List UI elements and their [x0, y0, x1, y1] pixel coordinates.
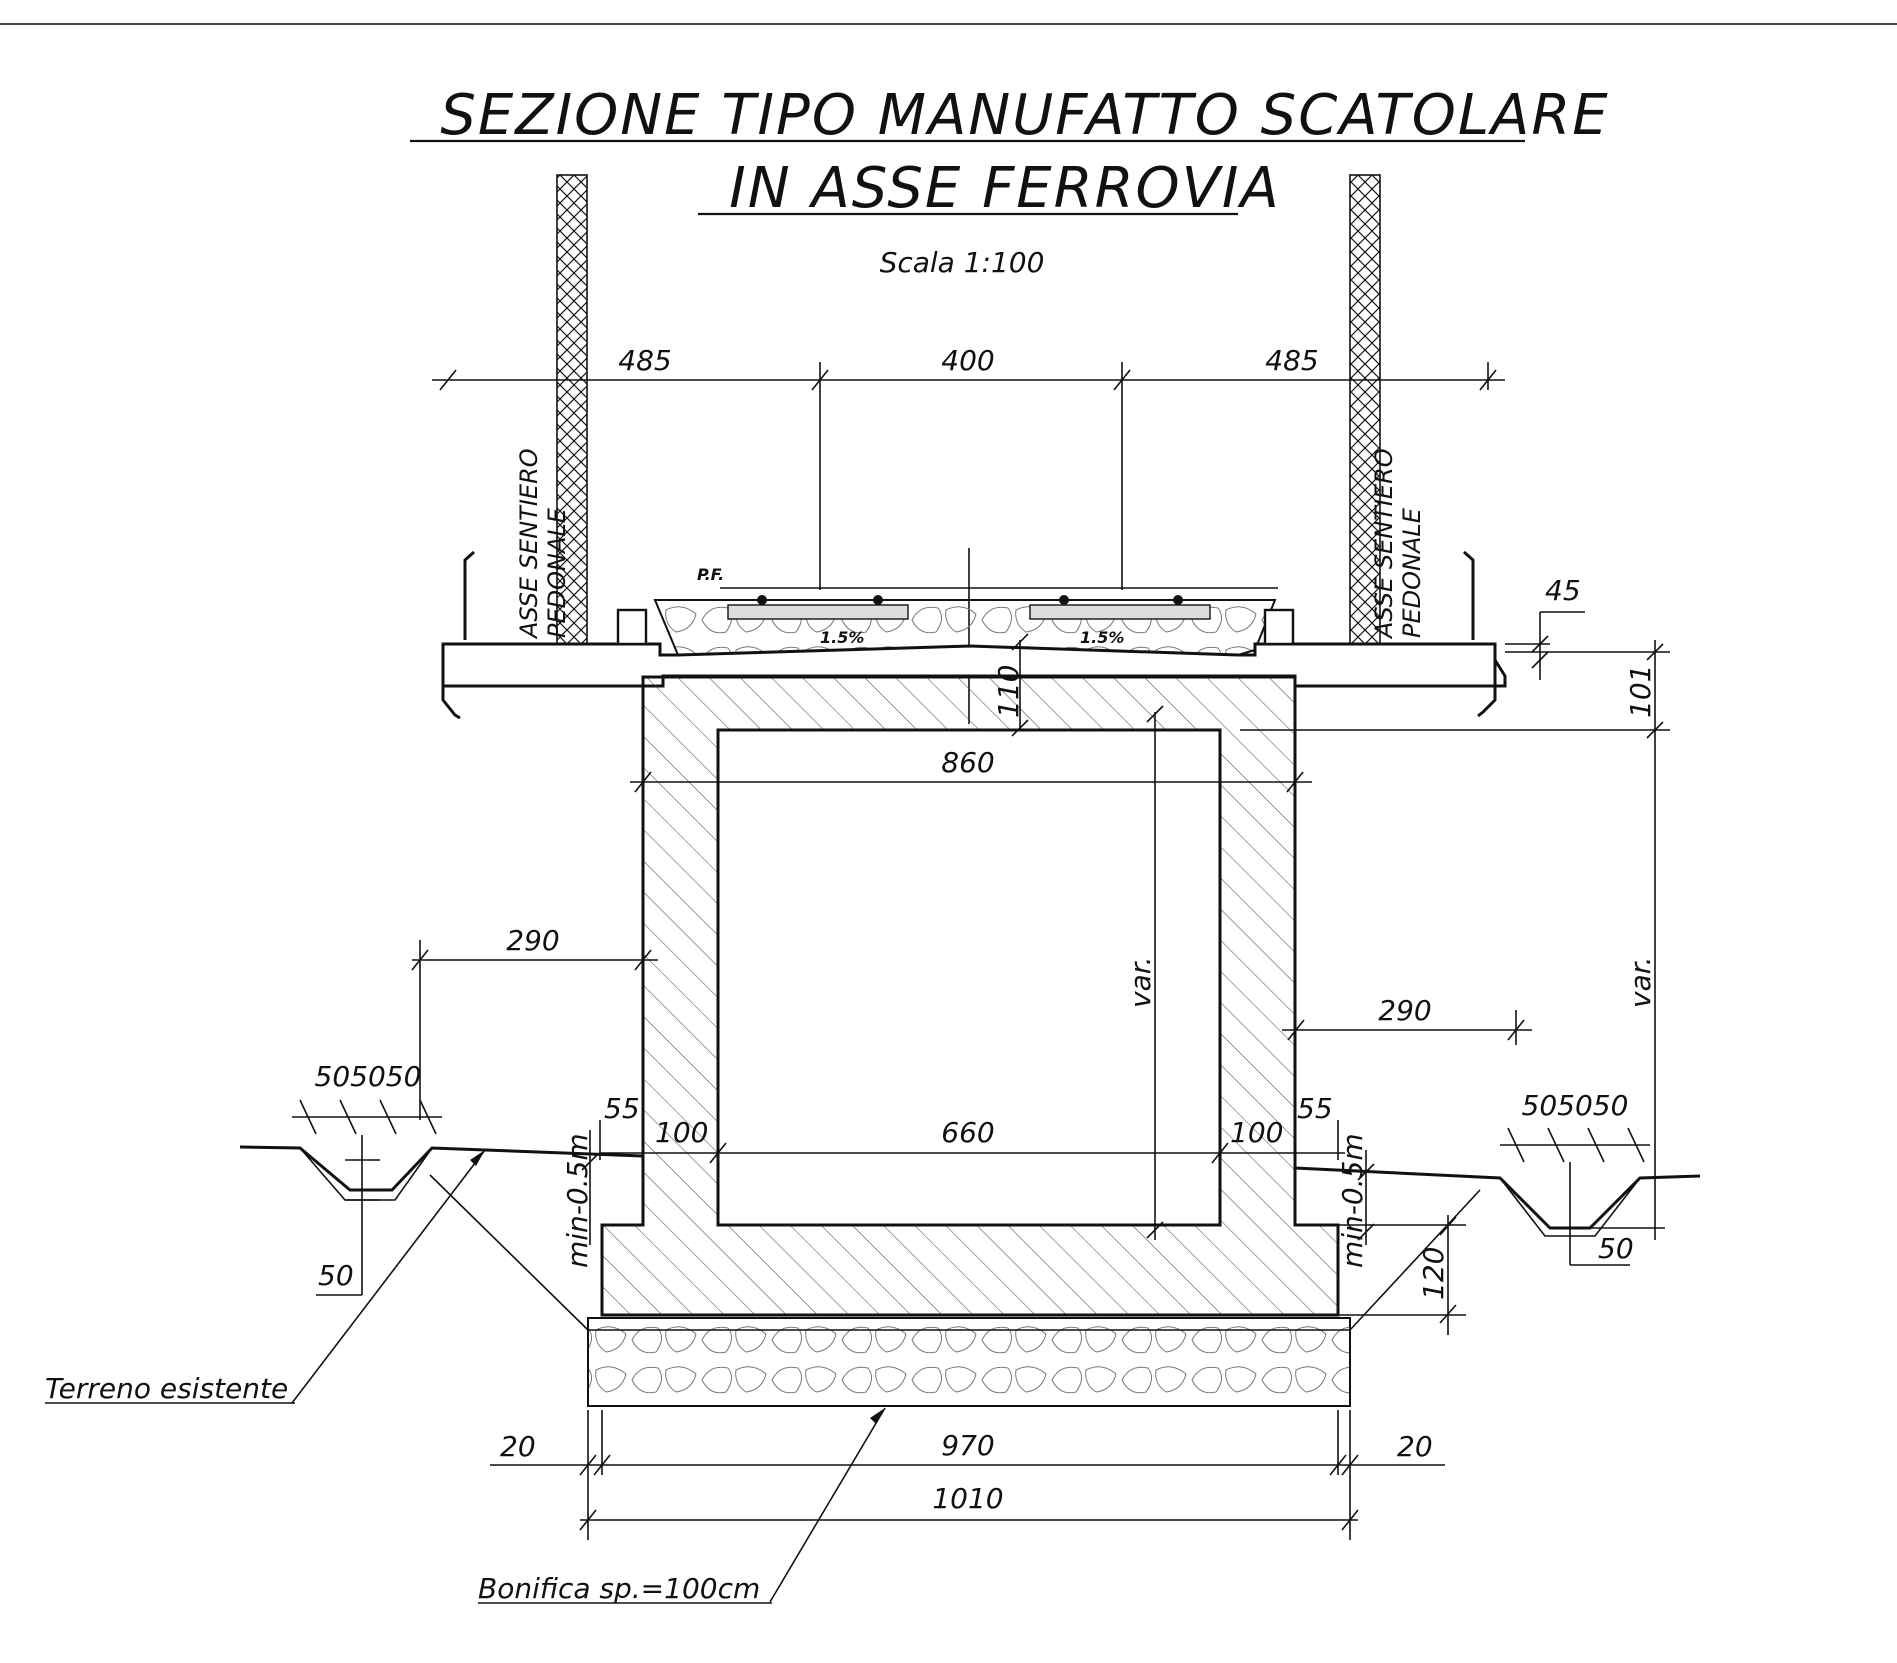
axis-right-label: ASSE SENTIERO: [1370, 448, 1398, 640]
dim-top-center: 400: [941, 344, 994, 377]
dim-left-55: 55: [604, 1092, 640, 1125]
axis-right-label-2: PEDONALE: [1398, 507, 1426, 638]
cantilever-left-lip: [441, 644, 461, 720]
dim-left-var: var.: [1124, 956, 1157, 1008]
dim-left-min: min-0.5m: [561, 1133, 594, 1268]
dim-base-970: 970: [941, 1429, 994, 1462]
dim-left-var-line: [1146, 705, 1164, 1240]
dim-right-var: var.: [1624, 956, 1657, 1008]
dim-right-290: 290: [1378, 994, 1431, 1027]
dim-right-55: 55: [1297, 1092, 1333, 1125]
cable-trough-right: [1263, 608, 1295, 646]
leader-left-diagonal: [429, 1174, 589, 1331]
dim-120-line: [1338, 1215, 1466, 1335]
bonifica-label: Bonifica sp.=100cm: [478, 1572, 760, 1605]
dim-ditch-right: 505050: [1522, 1089, 1629, 1122]
dim-ditch-right-50: 50: [1598, 1232, 1634, 1265]
bonifica-leader: [769, 1407, 886, 1603]
dim-right-min-line: [1357, 1150, 1375, 1245]
terreno-label: Terreno esistente: [45, 1372, 288, 1405]
dim-left-20: 20: [500, 1430, 536, 1463]
box-inner-opening: [716, 728, 1222, 1227]
dim-860: 860: [941, 746, 994, 779]
terreno-arrow: [470, 1150, 485, 1166]
dim-ditch-right-line: [1500, 1127, 1650, 1163]
dim-left-100: 100: [655, 1116, 708, 1149]
dim-110: 110: [992, 665, 1025, 718]
dim-120: 120: [1417, 1247, 1450, 1300]
dim-right-100: 100: [1230, 1116, 1283, 1149]
slope-right-label: 1.5%: [1080, 628, 1124, 647]
bonifica-layer: [587, 1317, 1351, 1407]
bonifica-arrow: [870, 1408, 885, 1424]
dim-ditch-right-50-line: [1569, 1162, 1630, 1266]
cantilever-right-lip: [1477, 644, 1497, 718]
dim-left-290-line: [411, 940, 658, 1120]
pf-label: P.F.: [697, 565, 724, 584]
axis-left-label-2: PEDONALE: [543, 507, 571, 638]
dim-ditch-left: 505050: [315, 1060, 422, 1093]
dim-right-20: 20: [1397, 1430, 1433, 1463]
dim-base-1010: 1010: [932, 1482, 1003, 1515]
scale-label: Scala 1:100: [880, 246, 1045, 279]
dim-right-var-line: [1590, 740, 1665, 1240]
dim-45-line: [1505, 611, 1585, 680]
dim-ditch-left-50-line: [316, 1135, 380, 1296]
slope-left-label: 1.5%: [820, 628, 864, 647]
railing-right: [1463, 550, 1475, 640]
terreno-leader: [291, 1149, 486, 1404]
title-line-2: IN ASSE FERROVIA: [729, 156, 1280, 221]
axis-left-label: ASSE SENTIERO: [515, 448, 543, 640]
dim-bottom-inner-line: [599, 1120, 1345, 1164]
dim-110-line: [1011, 633, 1029, 737]
top-dimension-line: [432, 362, 1505, 590]
dim-1010-line: [579, 1509, 1359, 1531]
dim-inner-660: 660: [941, 1116, 994, 1149]
dim-top-left: 485: [618, 344, 671, 377]
dim-left-290: 290: [506, 924, 559, 957]
cable-trough-left: [616, 608, 648, 646]
dim-right-290-line: [1282, 1010, 1532, 1045]
dim-top-right: 485: [1265, 344, 1318, 377]
dim-45: 45: [1545, 574, 1581, 607]
dim-right-min: min-0.5m: [1336, 1133, 1369, 1268]
dim-860-line: [630, 771, 1312, 793]
leader-right-diagonal: [1349, 1189, 1481, 1331]
catenary-pole-left: [556, 174, 588, 646]
rails: [757, 595, 1183, 605]
title-line-1: SEZIONE TIPO MANUFATTO SCATOLARE: [440, 83, 1609, 148]
catenary-pole-right: [1349, 174, 1381, 646]
dim-970-line: [490, 1410, 1445, 1540]
railing-left: [463, 550, 475, 640]
dim-101: 101: [1624, 665, 1657, 718]
dim-ditch-left-line: [292, 1099, 442, 1135]
dim-ditch-left-50: 50: [318, 1259, 354, 1292]
dim-left-min-line: [581, 1130, 599, 1245]
